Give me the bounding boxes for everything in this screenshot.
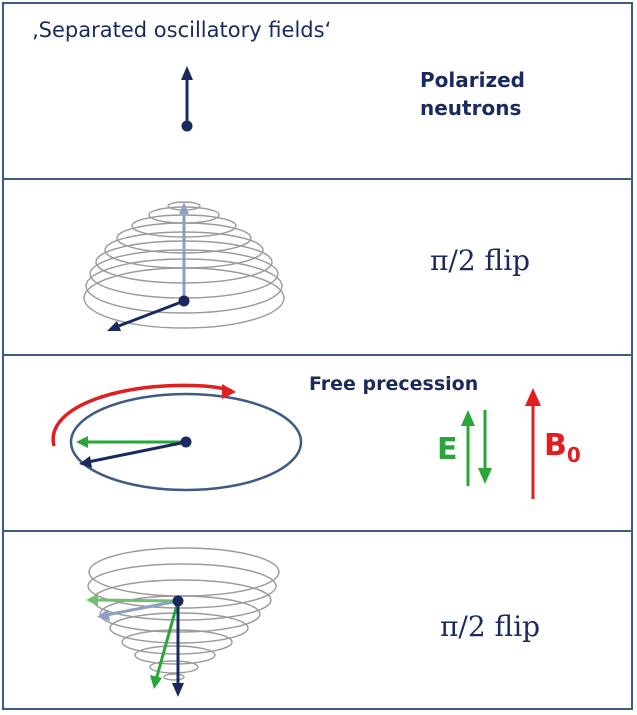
faded-navy-arrow bbox=[105, 599, 179, 617]
label-polarized: Polarized bbox=[420, 68, 525, 92]
tilted-spin-arrow bbox=[115, 299, 185, 329]
spin-origin-dot bbox=[181, 120, 193, 132]
spiral-hemisphere-up bbox=[83, 201, 285, 331]
panel-free-precession: Free precession E B0 bbox=[2, 354, 633, 532]
panel-first-flip: π/2 flip bbox=[2, 178, 633, 356]
precession-graphic bbox=[51, 383, 541, 499]
e-field-down-arrow-head bbox=[478, 468, 492, 484]
e-field-label: E bbox=[437, 432, 458, 467]
faded-green-arrow bbox=[95, 598, 179, 603]
spin-up-arrow-graphic bbox=[181, 66, 193, 132]
panel-polarized-neutrons: ‚Separated oscillatory fields‘ Polarized… bbox=[2, 2, 633, 180]
panel-second-flip: π/2 flip bbox=[2, 530, 633, 710]
navy-spin-arrow bbox=[87, 440, 187, 464]
e-field-up-arrow-head bbox=[461, 410, 475, 426]
navy-spin-arrow-head bbox=[79, 456, 92, 468]
label-neutrons: neutrons bbox=[420, 96, 522, 120]
navy-down-arrow-head bbox=[172, 683, 184, 697]
faded-green-arrow-head bbox=[86, 594, 98, 606]
flip-label-1: π/2 flip bbox=[430, 244, 531, 277]
spin-origin-dot bbox=[180, 436, 192, 448]
spiral-hemisphere-down bbox=[86, 547, 280, 697]
spin-origin-dot bbox=[172, 595, 184, 607]
precession-orbit bbox=[69, 392, 303, 492]
faded-navy-arrow-head bbox=[97, 609, 110, 621]
diagram-title: ‚Separated oscillatory fields‘ bbox=[32, 18, 332, 42]
fading-vertical-arrow-head bbox=[179, 202, 189, 214]
flip-label-2: π/2 flip bbox=[440, 610, 541, 643]
b-field-arrow-head bbox=[525, 388, 541, 406]
green-spin-arrow-head bbox=[76, 436, 88, 448]
free-precession-label: Free precession bbox=[309, 373, 479, 395]
b-field-label: B0 bbox=[544, 428, 581, 467]
spin-origin-dot bbox=[178, 295, 190, 307]
tilted-spin-arrow-head bbox=[107, 321, 121, 331]
rotation-arrow-head bbox=[222, 384, 236, 399]
spin-arrow-head bbox=[181, 66, 193, 80]
green-down-arrow bbox=[154, 600, 180, 681]
green-down-arrow-head bbox=[150, 675, 162, 689]
